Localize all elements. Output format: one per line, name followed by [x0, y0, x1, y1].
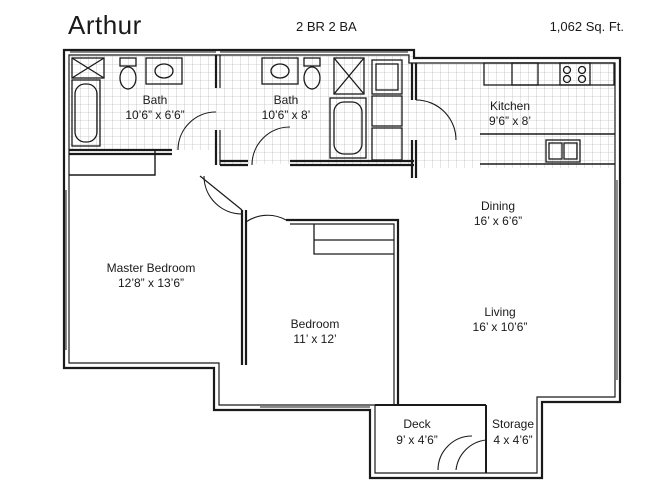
- room-dims: 12’8” x 13’6”: [118, 276, 184, 290]
- room-name: Kitchen: [490, 99, 530, 113]
- room-name: Deck: [403, 417, 431, 431]
- toilet: [119, 57, 321, 90]
- walls: [62, 48, 622, 480]
- room-dims: 9’6” x 8’: [489, 114, 531, 128]
- room-dims: 4 x 4’6”: [493, 433, 532, 447]
- shower: [71, 57, 365, 95]
- plan-title: Arthur: [68, 10, 142, 40]
- room-name: Bedroom: [291, 317, 340, 331]
- room-dims: 16’ x 6’6”: [474, 214, 522, 228]
- room-dims: 10’6” x 6’6”: [125, 108, 184, 122]
- square-footage: 1,062 Sq. Ft.: [549, 19, 624, 34]
- room-name: Living: [484, 305, 515, 319]
- room-name: Bath: [143, 93, 168, 107]
- room-name: Bath: [274, 93, 299, 107]
- door: [177, 99, 487, 471]
- room-name: Storage: [492, 417, 534, 431]
- bed-bath-count: 2 BR 2 BA: [296, 19, 357, 34]
- room-name: Master Bedroom: [107, 261, 196, 275]
- room-name: Dining: [481, 199, 515, 213]
- room-dims: 11’ x 12’: [293, 332, 336, 346]
- washer-dryer: [371, 59, 403, 161]
- sink: [145, 57, 299, 85]
- room-dims: 16’ x 10’6”: [473, 320, 528, 334]
- tile-floor: [70, 56, 614, 168]
- kitchen-counter: [483, 62, 615, 163]
- window: [65, 51, 618, 408]
- room-dims: 9’ x 4’6”: [396, 433, 438, 447]
- bathtub: [329, 97, 367, 159]
- bathtub: [71, 79, 101, 147]
- room-dims: 10’6” x 8’: [262, 108, 311, 122]
